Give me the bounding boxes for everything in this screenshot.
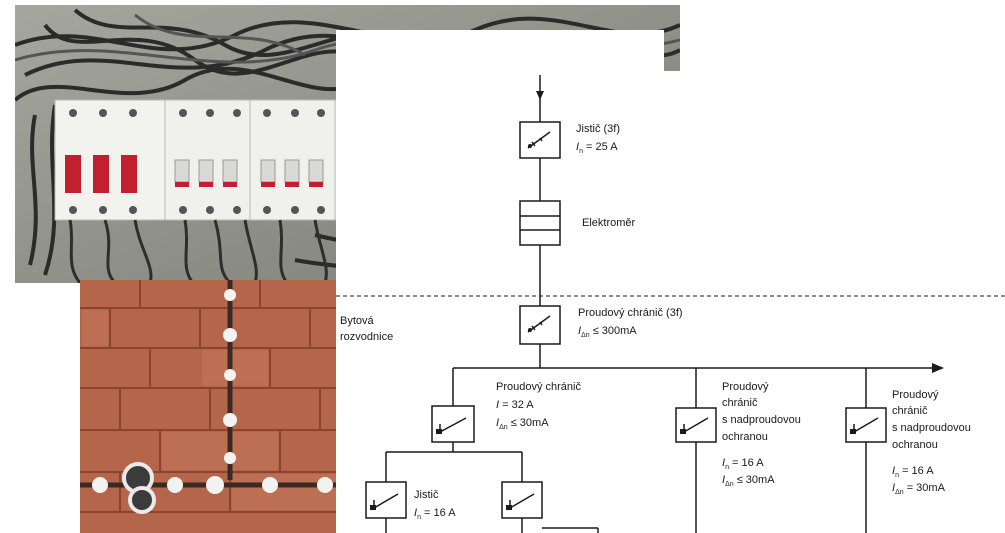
main-breaker-name: Jistič (3f) [576, 123, 620, 135]
rcbo-right-line4: ochranou [892, 439, 938, 451]
rcbo-middle-sensitivity: IΔn ≤ 30mA [722, 474, 775, 488]
rcbo-middle-line1: Proudový [722, 381, 769, 393]
rcbo-right-sensitivity: IΔn = 30mA [892, 482, 946, 496]
main-rcd-symbol [519, 305, 561, 345]
schema-top-background [336, 30, 664, 75]
wiring-schema-background [336, 71, 1005, 533]
rcbo-middle-rating: In = 16 A [722, 457, 764, 471]
brick-wall-illustration [80, 280, 342, 533]
branch-breaker-rating: In = 16 A [414, 507, 456, 521]
rcbo-right-line1: Proudový [892, 389, 939, 401]
rcd-left-name: Proudový chránič [496, 381, 581, 393]
brick-wall-boxes-photo [80, 280, 342, 533]
rcbo-right-rating: In = 16 A [892, 465, 934, 479]
main-rcd-name: Proudový chránič (3f) [578, 307, 683, 319]
main-rcd-sensitivity: IΔn ≤ 300mA [578, 325, 637, 339]
rcbo-right-line3: s nadproudovou [892, 422, 971, 434]
branch-breaker-1-symbol [365, 481, 407, 519]
feed-arrow [536, 91, 544, 100]
rcd-left-sensitivity: IΔn ≤ 30mA [496, 417, 549, 431]
branch-breaker-name: Jistič [414, 489, 439, 501]
branch-breaker-2-symbol [501, 481, 543, 519]
rcbo-middle-line2: chránič [722, 397, 758, 409]
rcbo-middle-line4: ochranou [722, 431, 768, 443]
rcbo-middle-line3: s nadproudovou [722, 414, 801, 426]
rcd-left-rating: I = 32 A [496, 399, 534, 411]
rcbo-right-line2: chránič [892, 405, 928, 417]
rcd-left-symbol [431, 405, 475, 443]
main-breaker-rating: In = 25 A [576, 141, 618, 155]
apartment-board-label-1: Bytová [340, 315, 375, 327]
meter-label: Elektroměr [582, 217, 636, 229]
bus-arrow [932, 363, 944, 373]
meter-symbol [519, 200, 561, 246]
apartment-board-label-2: rozvodnice [340, 331, 393, 343]
